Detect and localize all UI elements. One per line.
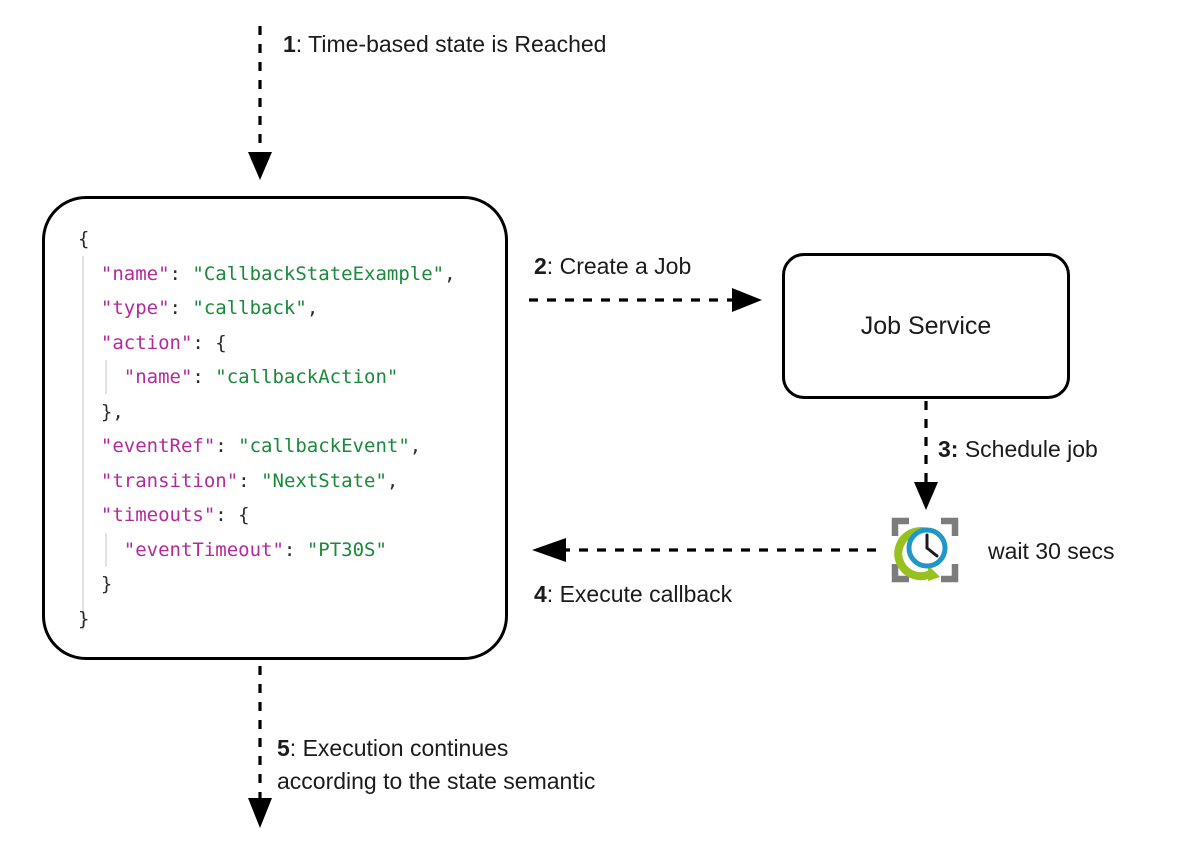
code-token-string: "PT30S" [306, 538, 387, 561]
wait-clock-icon [888, 515, 962, 585]
code-indent [78, 401, 101, 423]
code-token-punct: : [238, 469, 262, 492]
step-4-number: 4 [534, 581, 547, 607]
code-indent [78, 470, 101, 492]
code-line: "name": "CallbackStateExample", [78, 257, 456, 292]
arrow-step-2 [529, 288, 762, 312]
code-token-punct: }, [100, 400, 124, 423]
code-token-punct: : [169, 262, 193, 285]
step-4-text: Execute callback [559, 581, 733, 607]
step-4-label: 4: Execute callback [534, 578, 834, 611]
code-indent [78, 366, 124, 388]
code-line: "type": "callback", [78, 291, 456, 326]
arrow-step-1 [248, 26, 272, 180]
step-5-text: Execution continues according to the sta… [277, 735, 596, 794]
code-token-key: "timeouts" [100, 504, 216, 526]
code-indent-guide-2b [105, 533, 107, 567]
wait-caption: wait 30 secs [988, 538, 1115, 564]
step-5-sep: : [289, 735, 303, 761]
code-line: "action": { [78, 326, 456, 361]
code-line: { [78, 222, 456, 257]
code-indent [78, 504, 101, 526]
step-3-label: 3: Schedule job [938, 433, 1178, 466]
code-token-punct: : [169, 297, 193, 319]
code-token-key: "action" [100, 331, 193, 354]
code-token-key: "transition" [100, 469, 239, 492]
code-indent [78, 297, 101, 319]
code-token-string: "callbackAction" [215, 366, 399, 388]
code-token-key: "name" [100, 262, 170, 285]
step-3-number: 3: [938, 436, 959, 462]
code-token-punct: : { [192, 331, 227, 354]
arrow-step-4 [532, 538, 876, 562]
job-service-box[interactable]: Job Service [782, 253, 1070, 399]
code-line: } [78, 602, 456, 637]
code-indent [78, 435, 101, 457]
code-indent [78, 263, 101, 285]
code-token-string: "CallbackStateExample" [192, 262, 445, 285]
arrow-step-3 [914, 401, 938, 510]
step-1-sep: : [295, 31, 309, 57]
step-1-label: 1: Time-based state is Reached [283, 28, 613, 61]
code-token-string: "NextState" [261, 469, 387, 492]
code-token-punct: : [215, 435, 239, 457]
code-token-string: "callback" [192, 297, 307, 319]
code-token-punct: : [283, 538, 307, 561]
code-line: "name": "callbackAction" [78, 360, 456, 395]
code-token-key: "type" [100, 297, 170, 319]
code-token-key: "name" [123, 366, 193, 388]
code-token-punct: , [409, 435, 422, 457]
code-token-key: "eventTimeout" [123, 538, 284, 561]
code-line: "eventRef": "callbackEvent", [78, 429, 456, 464]
code-line: "transition": "NextState", [78, 464, 456, 499]
code-line: "timeouts": { [78, 498, 456, 533]
code-token-key: "eventRef" [100, 435, 216, 457]
code-indent-guide-2a [105, 360, 107, 394]
code-line: } [78, 567, 456, 602]
step-2-text: Create a Job [559, 253, 692, 279]
arrow-step-5 [248, 666, 272, 828]
json-code-block: { "name": "CallbackStateExample", "type"… [78, 222, 456, 636]
step-4-sep: : [546, 581, 560, 607]
step-1-text: Time-based state is Reached [308, 31, 607, 57]
code-indent [78, 332, 101, 354]
job-service-label: Job Service [860, 311, 992, 340]
code-token-punct: , [386, 469, 399, 492]
code-indent [78, 539, 124, 561]
callback-state-box[interactable] [42, 196, 508, 660]
step-5-number: 5 [277, 735, 290, 761]
code-token-punct: { [78, 228, 90, 250]
code-token-punct: , [306, 297, 319, 319]
code-token-punct: : { [215, 504, 250, 526]
code-token-punct: } [100, 573, 113, 595]
code-line: "eventTimeout": "PT30S" [78, 533, 456, 568]
step-1-number: 1 [283, 31, 296, 57]
code-indent [78, 573, 101, 595]
code-token-punct: : [192, 366, 216, 388]
code-token-string: "callbackEvent" [238, 435, 410, 457]
step-2-sep: : [546, 253, 560, 279]
step-3-text: Schedule job [964, 436, 1098, 462]
code-indent-guide-1 [82, 256, 84, 630]
code-line: }, [78, 395, 456, 430]
code-token-punct: , [444, 262, 456, 285]
code-token-punct: } [78, 607, 90, 630]
step-5-label: 5: Execution continues according to the … [277, 732, 607, 798]
step-2-label: 2: Create a Job [534, 250, 784, 283]
step-2-number: 2 [534, 253, 547, 279]
